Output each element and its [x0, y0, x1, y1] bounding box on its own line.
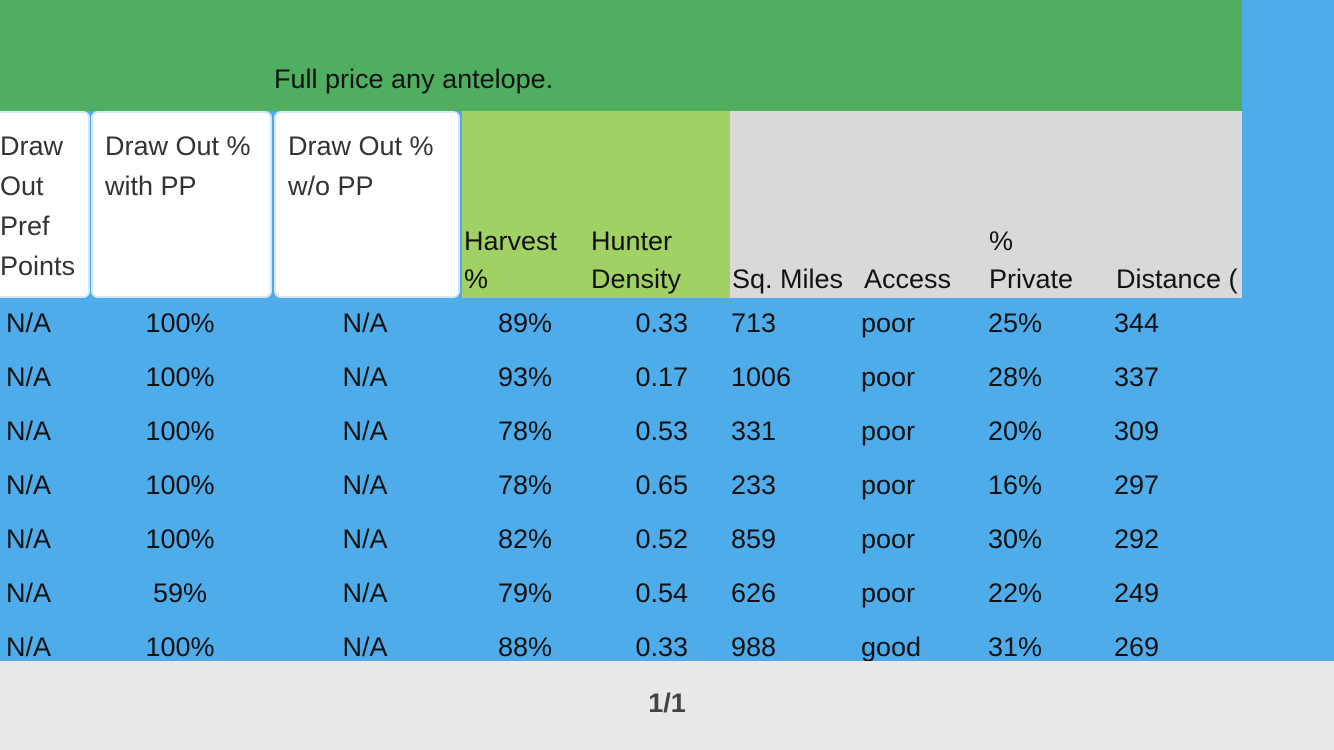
cell-draw-out-pp[interactable]: 59%	[152, 578, 208, 608]
cell-hunter-density[interactable]: 0.54	[635, 578, 688, 608]
header-distance[interactable]: Distance (	[1116, 264, 1238, 294]
cell-hunter-density[interactable]: 0.33	[635, 308, 688, 338]
cell-private[interactable]: 20%	[988, 416, 1043, 446]
cell-draw-out-pref[interactable]: N/A	[6, 524, 52, 554]
cell-access[interactable]: poor	[861, 470, 916, 500]
cell-harvest[interactable]: 82%	[497, 524, 553, 554]
cell-draw-out-pp[interactable]: 100%	[145, 632, 215, 662]
cell-private[interactable]: 22%	[988, 578, 1043, 608]
footer-bar	[0, 661, 1334, 750]
cell-access[interactable]: poor	[861, 308, 916, 338]
cell-access[interactable]: poor	[861, 362, 916, 392]
header-sq-miles[interactable]: Sq. Miles	[732, 264, 844, 294]
cell-draw-out-pref[interactable]: N/A	[6, 308, 52, 338]
header-label: Draw Out % w/o PP	[288, 131, 434, 201]
cell-harvest[interactable]: 93%	[497, 362, 553, 392]
cell-draw-out-wo-pp[interactable]: N/A	[342, 632, 388, 662]
cell-draw-out-pp[interactable]: 100%	[145, 362, 215, 392]
cell-sq-miles[interactable]: 988	[731, 632, 777, 662]
cell-sq-miles[interactable]: 331	[731, 416, 777, 446]
header-hunter-density[interactable]: Hunter Density	[591, 226, 682, 294]
page-indicator: 1/1	[648, 688, 686, 718]
cell-access[interactable]: poor	[861, 578, 916, 608]
cell-access[interactable]: good	[861, 632, 922, 662]
header-land-group: Sq. Miles Access % Private Distance (	[730, 111, 1242, 298]
cell-harvest[interactable]: 79%	[497, 578, 553, 608]
cell-distance[interactable]: 249	[1114, 578, 1160, 608]
cell-draw-out-wo-pp[interactable]: N/A	[342, 470, 388, 500]
header-harvest[interactable]: Harvest %	[464, 226, 558, 294]
cell-distance[interactable]: 269	[1114, 632, 1160, 662]
cell-draw-out-pref[interactable]: N/A	[6, 470, 52, 500]
cell-private[interactable]: 30%	[988, 524, 1043, 554]
cell-private[interactable]: 28%	[988, 362, 1043, 392]
cell-draw-out-pref[interactable]: N/A	[6, 632, 52, 662]
header-private[interactable]: % Private	[989, 226, 1074, 294]
cell-hunter-density[interactable]: 0.17	[635, 362, 688, 392]
cell-distance[interactable]: 309	[1114, 416, 1160, 446]
cell-harvest[interactable]: 89%	[497, 308, 553, 338]
cell-private[interactable]: 16%	[988, 470, 1043, 500]
header-label: Draw Out Pref Points	[0, 131, 76, 281]
header-draw-out-pref-points[interactable]: Draw Out Pref Points	[0, 111, 90, 298]
cell-hunter-density[interactable]: 0.52	[635, 524, 688, 554]
cell-draw-out-pp[interactable]: 100%	[145, 524, 215, 554]
cell-draw-out-wo-pp[interactable]: N/A	[342, 524, 388, 554]
cell-hunter-density[interactable]: 0.33	[635, 632, 688, 662]
cell-draw-out-pp[interactable]: 100%	[145, 470, 215, 500]
cell-distance[interactable]: 344	[1114, 308, 1160, 338]
cell-draw-out-wo-pp[interactable]: N/A	[342, 308, 388, 338]
cell-sq-miles[interactable]: 1006	[731, 362, 792, 392]
cell-draw-out-wo-pp[interactable]: N/A	[342, 362, 388, 392]
cell-sq-miles[interactable]: 233	[731, 470, 777, 500]
cell-access[interactable]: poor	[861, 524, 916, 554]
banner-title: Full price any antelope.	[274, 64, 554, 94]
cell-distance[interactable]: 292	[1114, 524, 1160, 554]
banner: Full price any antelope.	[0, 0, 1242, 111]
cell-private[interactable]: 25%	[988, 308, 1043, 338]
cell-access[interactable]: poor	[861, 416, 916, 446]
cell-sq-miles[interactable]: 713	[731, 308, 777, 338]
cell-private[interactable]: 31%	[988, 632, 1043, 662]
cell-draw-out-pp[interactable]: 100%	[145, 308, 215, 338]
header-draw-out-without-pp[interactable]: Draw Out % w/o PP	[274, 111, 460, 298]
header-draw-out-with-pp[interactable]: Draw Out % with PP	[91, 111, 272, 298]
cell-hunter-density[interactable]: 0.65	[635, 470, 688, 500]
cell-draw-out-wo-pp[interactable]: N/A	[342, 416, 388, 446]
header-label: Draw Out % with PP	[105, 131, 251, 201]
cell-harvest[interactable]: 78%	[497, 416, 553, 446]
header-access[interactable]: Access	[864, 264, 952, 294]
cell-distance[interactable]: 337	[1114, 362, 1160, 392]
cell-harvest[interactable]: 88%	[497, 632, 553, 662]
cell-draw-out-pref[interactable]: N/A	[6, 416, 52, 446]
cell-hunter-density[interactable]: 0.53	[635, 416, 688, 446]
cell-sq-miles[interactable]: 859	[731, 524, 777, 554]
cell-draw-out-wo-pp[interactable]: N/A	[342, 578, 388, 608]
cell-draw-out-pref[interactable]: N/A	[6, 578, 52, 608]
cell-sq-miles[interactable]: 626	[731, 578, 777, 608]
header-harvest-group: Harvest % Hunter Density	[462, 111, 730, 298]
cell-distance[interactable]: 297	[1114, 470, 1160, 500]
cell-draw-out-pref[interactable]: N/A	[6, 362, 52, 392]
cell-draw-out-pp[interactable]: 100%	[145, 416, 215, 446]
cell-harvest[interactable]: 78%	[497, 470, 553, 500]
